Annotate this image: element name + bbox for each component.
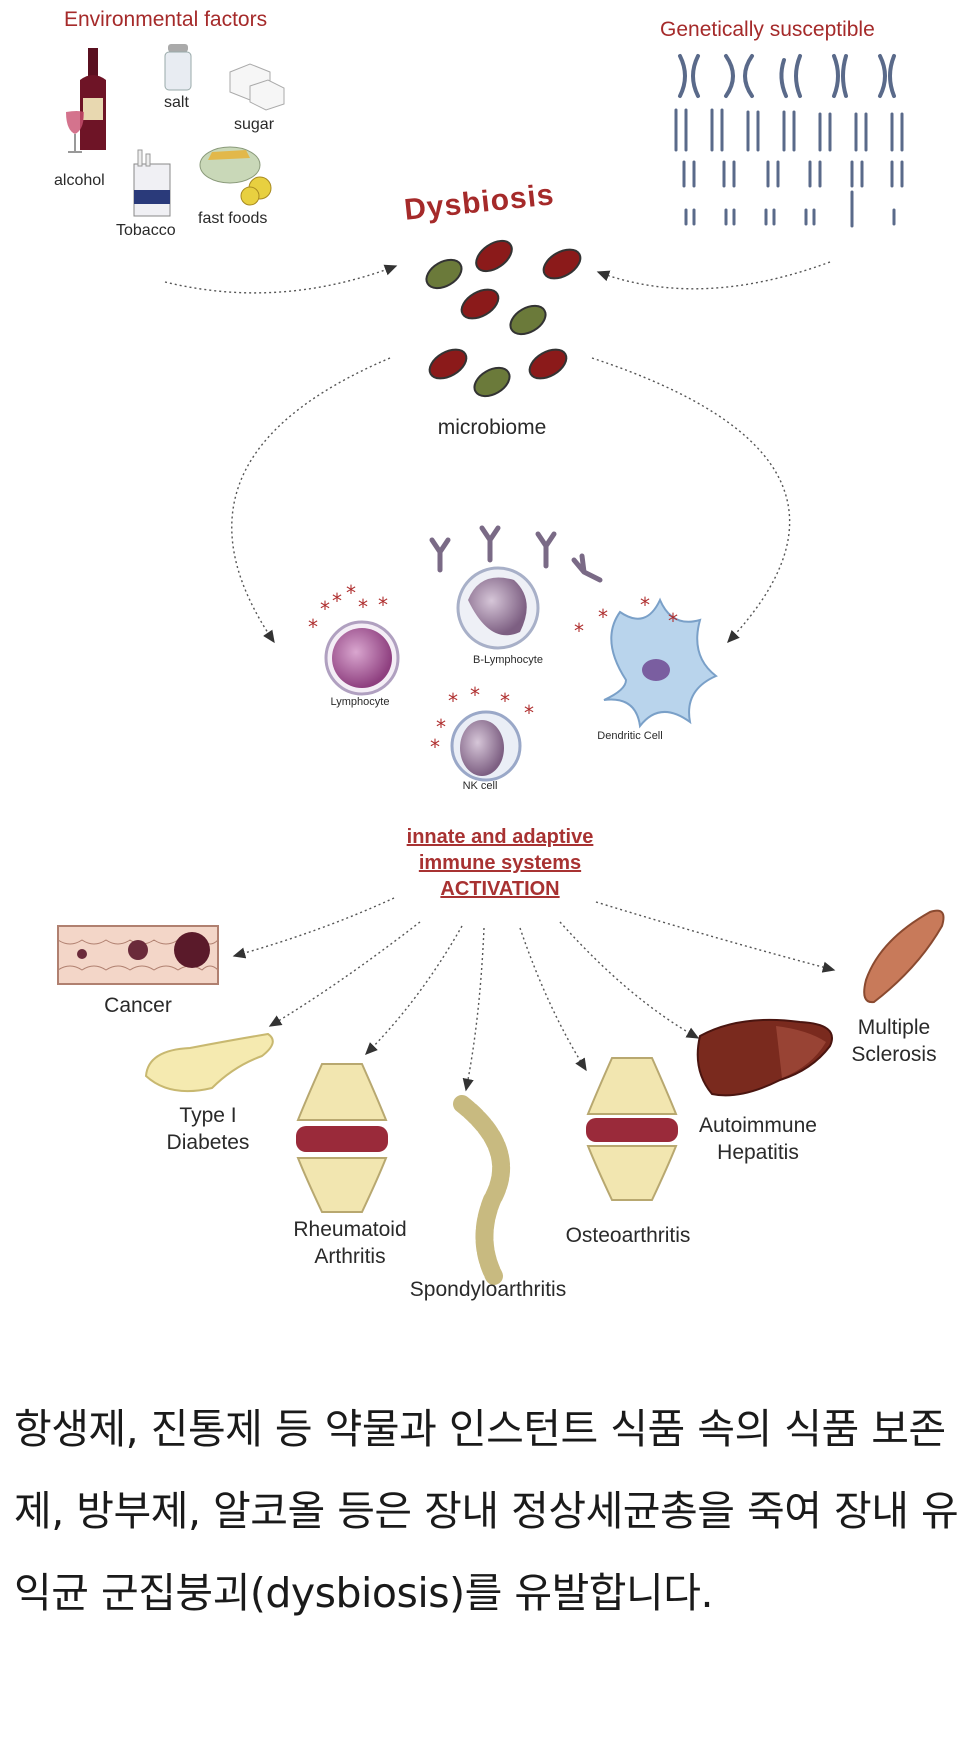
- salt-shaker-icon: [164, 44, 192, 91]
- type1-line-2: Diabetes: [166, 1131, 250, 1154]
- svg-text:*: *: [436, 715, 446, 739]
- cigarette-pack-icon: [133, 149, 171, 217]
- nk-cell-label: NK cell: [462, 780, 498, 792]
- ra-line-1: Rheumatoid: [293, 1218, 407, 1241]
- b-lymphocyte-cell-icon: [456, 566, 540, 650]
- svg-text:*: *: [470, 683, 480, 707]
- korean-caption-paragraph: 항생제, 진통제 등 약물과 인스턴트 식품 속의 식품 보존제, 방부제, 알…: [14, 1405, 959, 1617]
- immune-activation-heading: innate and adaptive immune systems ACTIV…: [407, 824, 594, 902]
- nk-cell-icon: [450, 710, 522, 782]
- svg-text:*: *: [346, 581, 356, 605]
- fast-food-icon: [199, 146, 272, 206]
- liver-icon: [696, 1018, 833, 1097]
- lymphocyte-cell-icon: [324, 620, 400, 696]
- multiple-sclerosis-label: Multiple Sclerosis: [851, 1014, 936, 1068]
- antibodies-icon: [429, 525, 603, 583]
- salt-label: salt: [164, 94, 189, 111]
- ra-joint-icon: [296, 1063, 388, 1213]
- ra-line-2: Arthritis: [314, 1245, 386, 1268]
- activation-line-2: immune systems: [418, 852, 582, 874]
- chromosomes-icon: [674, 54, 904, 228]
- svg-text:*: *: [598, 605, 608, 629]
- svg-text:*: *: [378, 593, 388, 617]
- rheumatoid-arthritis-label: Rheumatoid Arthritis: [293, 1216, 406, 1270]
- genetic-to-microbiome-arrow: [596, 261, 831, 290]
- pancreas-icon: [144, 1032, 274, 1093]
- svg-text:*: *: [640, 593, 650, 617]
- osteo-joint-icon: [586, 1057, 678, 1201]
- svg-text:*: *: [308, 615, 318, 639]
- ms-line-2: Sclerosis: [851, 1043, 937, 1066]
- type1-diabetes-label: Type I Diabetes: [167, 1102, 250, 1156]
- dendritic-cell-icon: [603, 597, 718, 729]
- bacteria-cluster-icon: [425, 239, 582, 398]
- sugar-label: sugar: [234, 116, 275, 133]
- svg-text:*: *: [358, 595, 368, 619]
- svg-text:*: *: [430, 735, 440, 759]
- diagram-artwork: *** *** *** *** ****: [57, 44, 945, 1285]
- b-lymphocyte-label: B-Lymphocyte: [473, 654, 543, 666]
- to-hepatitis-arrow: [559, 921, 700, 1039]
- microbiome-to-right-cells-arrow: [591, 357, 791, 644]
- osteoarthritis-label: Osteoarthritis: [565, 1224, 691, 1247]
- cytokines-icon: *** *** *** *** ****: [308, 581, 678, 759]
- alcohol-label: alcohol: [54, 172, 105, 189]
- activation-line-1: innate and adaptive: [406, 826, 594, 848]
- sugar-cubes-icon: [229, 63, 285, 111]
- svg-text:*: *: [332, 589, 342, 613]
- ms-line-1: Multiple: [857, 1016, 931, 1039]
- hepatitis-line-2: Hepatitis: [717, 1141, 799, 1164]
- autoimmune-hepatitis-label: Autoimmune Hepatitis: [699, 1112, 817, 1166]
- dysbiosis-diagram: *** *** *** *** ****: [54, 8, 945, 1301]
- to-ra-arrow: [365, 925, 463, 1055]
- genetically-susceptible-title: Genetically susceptible: [660, 18, 875, 41]
- muscle-icon: [863, 909, 945, 1004]
- type1-line-1: Type I: [179, 1104, 237, 1127]
- to-diabetes-arrow: [268, 921, 421, 1027]
- to-ms-arrow: [595, 901, 836, 973]
- to-spondylo-arrow: [462, 927, 485, 1092]
- wine-bottle-icon: [66, 48, 106, 153]
- svg-text:*: *: [320, 597, 330, 621]
- svg-text:*: *: [524, 701, 534, 725]
- dendritic-cell-label: Dendritic Cell: [597, 730, 663, 742]
- env-to-microbiome-arrow: [164, 264, 398, 294]
- to-osteo-arrow: [519, 927, 587, 1072]
- activation-line-3: ACTIVATION: [440, 878, 560, 900]
- svg-text:*: *: [500, 689, 510, 713]
- fast-foods-label: fast foods: [198, 210, 268, 227]
- environmental-factors-title: Environmental factors: [64, 8, 268, 31]
- svg-text:*: *: [448, 689, 458, 713]
- hepatitis-line-1: Autoimmune: [699, 1114, 817, 1137]
- tobacco-label: Tobacco: [116, 222, 176, 239]
- lymphocyte-label: Lymphocyte: [330, 696, 390, 708]
- svg-text:*: *: [668, 609, 678, 633]
- spine-icon: [453, 1095, 511, 1285]
- microbiome-label: microbiome: [437, 416, 547, 439]
- spondyloarthritis-label: Spondyloarthritis: [409, 1278, 567, 1301]
- microbiome-to-left-cells-arrow: [231, 357, 391, 644]
- cancer-label: Cancer: [104, 994, 172, 1017]
- svg-text:*: *: [574, 619, 584, 643]
- to-cancer-arrow: [232, 897, 395, 959]
- colon-cancer-icon: [57, 925, 219, 985]
